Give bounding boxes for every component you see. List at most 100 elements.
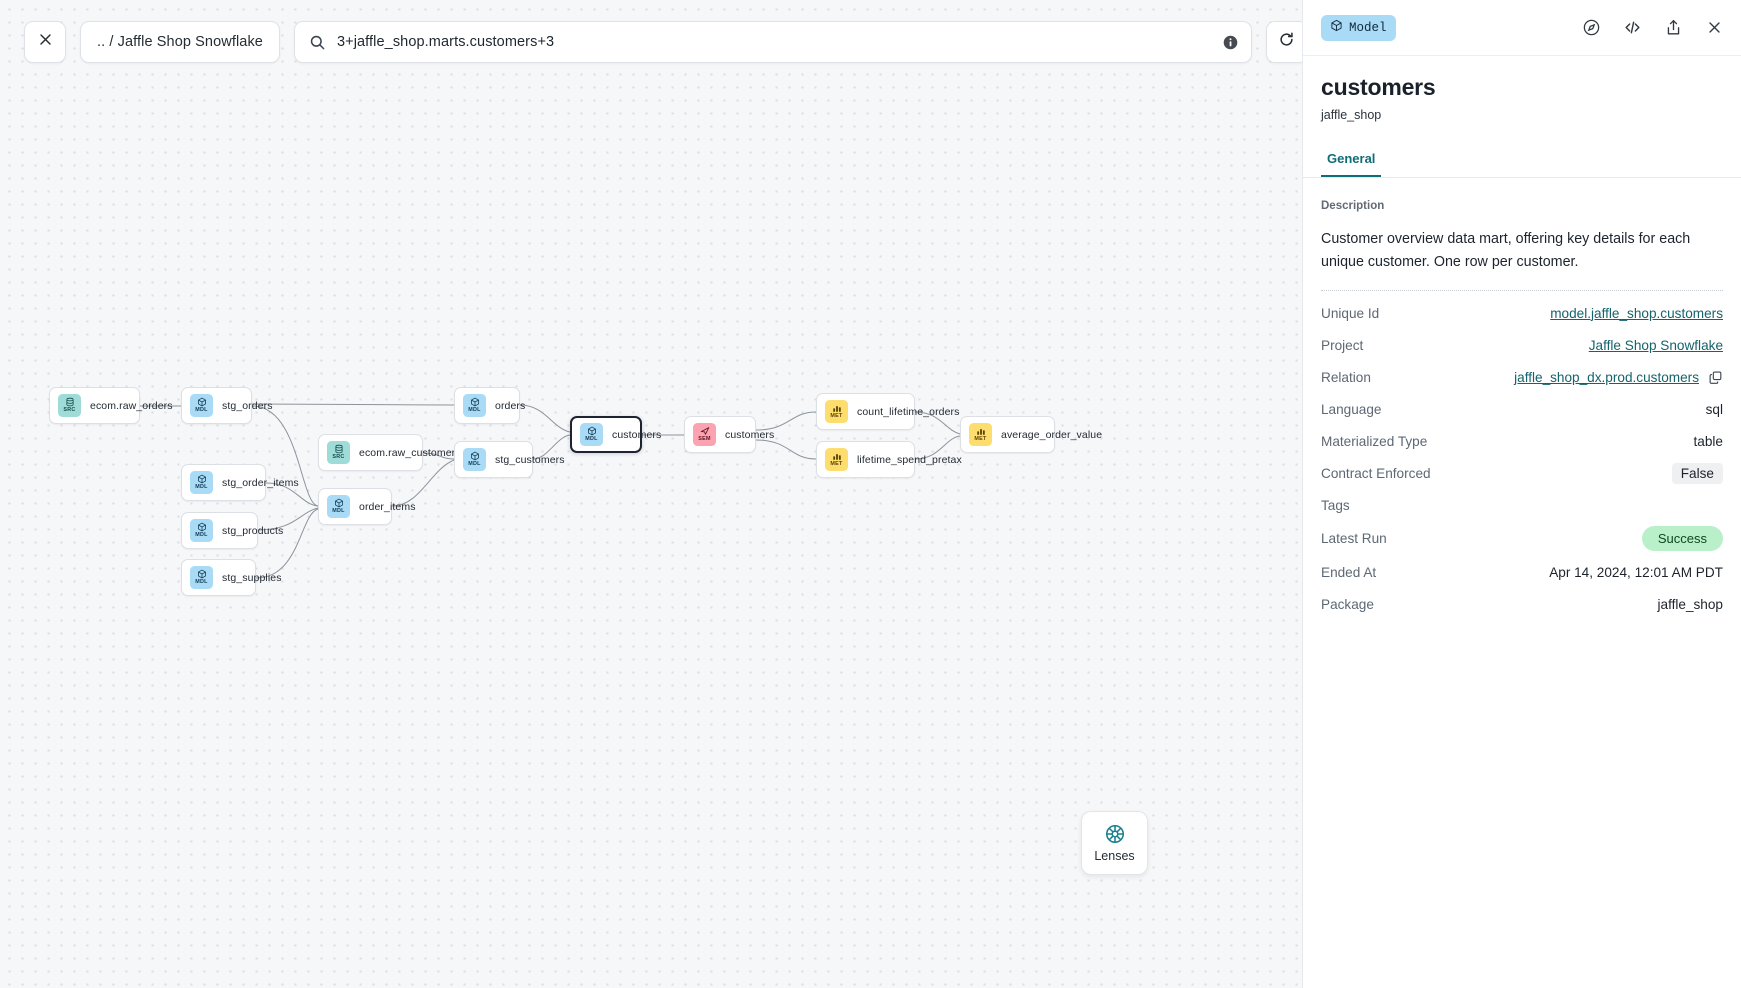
property-key: Latest Run — [1321, 531, 1387, 547]
lineage-node-ecom_raw_orders[interactable]: SRC ecom.raw_orders — [49, 387, 173, 424]
breadcrumb[interactable]: .. / Jaffle Shop Snowflake — [80, 21, 280, 63]
lineage-node-label: orders — [495, 399, 526, 412]
property-row: Relation jaffle_shop_dx.prod.customers — [1321, 361, 1723, 393]
lineage-node-stg_order_items[interactable]: MDL stg_order_items — [181, 464, 299, 501]
info-icon[interactable] — [1222, 34, 1239, 51]
property-row: Unique Id model.jaffle_shop.customers — [1321, 297, 1723, 329]
close-icon — [38, 32, 53, 52]
details-panel-header: Model — [1303, 0, 1741, 56]
property-row: Language sql — [1321, 393, 1723, 425]
property-row: Latest Run Success — [1321, 521, 1723, 556]
page-title: customers — [1321, 74, 1436, 100]
property-key: Tags — [1321, 497, 1350, 513]
property-value: table — [1693, 433, 1723, 449]
search-icon — [309, 34, 326, 51]
lineage-node-label: customers — [612, 428, 662, 441]
mdl-badge-icon: MDL — [190, 519, 213, 542]
mdl-badge-icon: MDL — [327, 495, 350, 518]
met-badge-icon: MET — [969, 423, 992, 446]
mdl-badge-icon: MDL — [190, 394, 213, 417]
details-panel-title-block: customers jaffle_shop — [1303, 56, 1741, 122]
lineage-node-label: stg_supplies — [222, 571, 282, 584]
canvas-toolbar: .. / Jaffle Shop Snowflake 3+jaffle_shop… — [24, 21, 1302, 63]
property-value[interactable]: Jaffle Shop Snowflake — [1588, 337, 1723, 353]
description-text: Customer overview data mart, offering ke… — [1321, 231, 1691, 270]
property-value: False — [1671, 462, 1723, 484]
property-value: Apr 14, 2024, 12:01 AM PDT — [1549, 564, 1723, 580]
lenses-label: Lenses — [1094, 849, 1135, 863]
property-row: Package jaffle_shop — [1321, 588, 1723, 620]
divider — [1321, 290, 1723, 292]
resource-type-label: Model — [1349, 20, 1387, 35]
property-value: jaffle_shop — [1657, 596, 1723, 612]
property-key: Project — [1321, 337, 1364, 353]
mdl-badge-icon: MDL — [463, 448, 486, 471]
details-panel-body: Description Customer overview data mart,… — [1303, 178, 1741, 988]
cube-icon — [1330, 19, 1343, 36]
property-key: Relation — [1321, 369, 1371, 385]
share-icon[interactable] — [1662, 17, 1684, 39]
page-subtitle: jaffle_shop — [1321, 108, 1382, 122]
met-badge-icon: MET — [825, 448, 848, 471]
lineage-search-input[interactable]: 3+jaffle_shop.marts.customers+3 — [336, 34, 555, 50]
description-label: Description — [1321, 200, 1385, 212]
breadcrumb-label: .. / Jaffle Shop Snowflake — [97, 34, 263, 50]
lineage-node-label: order_items — [359, 500, 416, 513]
copy-icon[interactable] — [1708, 370, 1723, 385]
lineage-node-label: customers — [725, 428, 775, 441]
refresh-icon — [1278, 31, 1295, 53]
met-badge-icon: MET — [825, 400, 848, 423]
mdl-badge-icon: MDL — [190, 471, 213, 494]
status-badge: Success — [1641, 526, 1723, 552]
lineage-node-label: stg_order_items — [222, 476, 299, 489]
lineage-node-label: average_order_value — [1001, 428, 1103, 441]
property-key: Contract Enforced — [1321, 465, 1431, 481]
compass-icon[interactable] — [1580, 17, 1602, 39]
close-panel-button[interactable] — [1703, 17, 1725, 39]
lineage-node-label: stg_orders — [222, 399, 273, 412]
code-icon[interactable] — [1621, 17, 1643, 39]
lineage-node-order_items[interactable]: MDL order_items — [318, 488, 415, 525]
refresh-button[interactable] — [1265, 21, 1302, 63]
lineage-node-stg_orders[interactable]: MDL stg_orders — [181, 387, 273, 424]
aperture-icon — [1104, 823, 1126, 845]
lineage-node-average_order_value[interactable]: MET average_order_value — [960, 416, 1102, 453]
lineage-node-label: lifetime_spend_pretax — [857, 453, 962, 466]
lineage-edge — [755, 411, 817, 431]
property-value-with-copy: jaffle_shop_dx.prod.customers — [1514, 370, 1723, 385]
lineage-node-lifetime_spend_pretax[interactable]: MET lifetime_spend_pretax — [816, 441, 962, 478]
property-value[interactable]: jaffle_shop_dx.prod.customers — [1514, 369, 1699, 385]
lenses-button[interactable]: Lenses — [1081, 811, 1148, 875]
details-tabs: General — [1303, 151, 1741, 178]
src-badge-icon: SRC — [58, 394, 81, 417]
tab-general[interactable]: General — [1321, 151, 1382, 177]
property-key: Unique Id — [1321, 305, 1380, 321]
close-lineage-button[interactable] — [24, 21, 66, 63]
resource-type-chip[interactable]: Model — [1321, 14, 1396, 41]
lineage-node-label: ecom.raw_orders — [90, 399, 173, 412]
property-key: Package — [1321, 596, 1374, 612]
property-row: Contract Enforced False — [1321, 457, 1723, 489]
property-value: sql — [1705, 401, 1723, 417]
lineage-edge — [755, 439, 817, 460]
lineage-search-field[interactable]: 3+jaffle_shop.marts.customers+3 — [293, 21, 1252, 63]
lineage-node-label: stg_products — [222, 524, 284, 537]
property-row: Tags — [1321, 489, 1723, 521]
lineage-node-stg_products[interactable]: MDL stg_products — [181, 512, 283, 549]
property-key: Language — [1321, 401, 1382, 417]
property-value[interactable]: model.jaffle_shop.customers — [1550, 305, 1723, 321]
property-row: Project Jaffle Shop Snowflake — [1321, 329, 1723, 361]
lineage-edge — [255, 508, 319, 579]
